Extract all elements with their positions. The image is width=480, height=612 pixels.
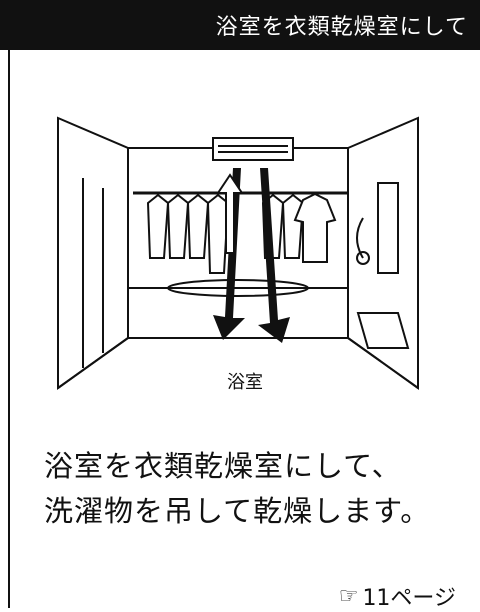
page-frame bbox=[8, 50, 480, 608]
description-line-1: 浴室を衣類乾燥室にして、 bbox=[44, 449, 402, 483]
bathroom-drying-illustration bbox=[57, 116, 419, 390]
page-reference-text: 11ページ bbox=[362, 586, 456, 611]
header-bar: 浴室を衣類乾燥室にして bbox=[0, 0, 480, 50]
pointing-hand-icon: ☞ bbox=[338, 583, 359, 609]
page-reference[interactable]: ☞ 11ページ bbox=[339, 580, 456, 612]
description-text: 浴室を衣類乾燥室にして、 洗濯物を吊して乾燥します。 bbox=[44, 444, 474, 534]
header-title: 浴室を衣類乾燥室にして bbox=[215, 15, 468, 40]
description-line-2: 洗濯物を吊して乾燥します。 bbox=[44, 494, 431, 528]
room-label: 浴室 bbox=[227, 372, 263, 393]
